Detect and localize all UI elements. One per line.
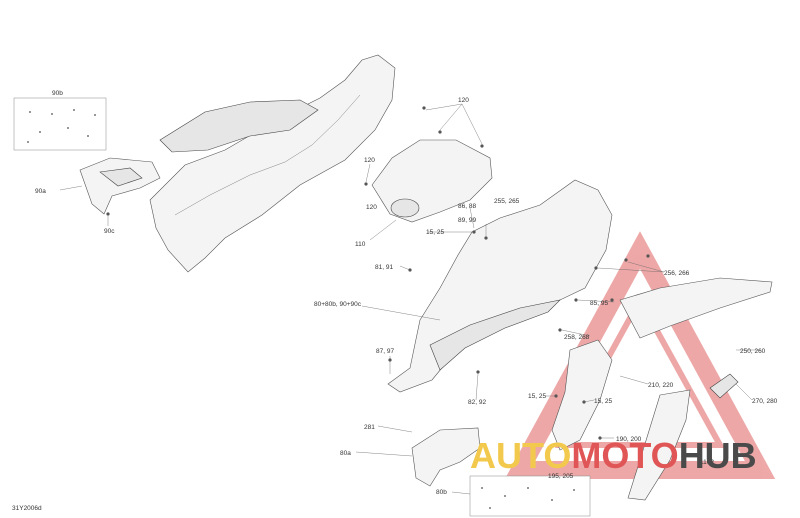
label-258-268: 258, 268	[564, 334, 590, 341]
part-left-panel-inner	[174, 94, 361, 216]
label-90b-top: 90b	[52, 90, 63, 97]
callout-labels: 90b 90a 90c 120 120 120 110 86, 88 89, 9…	[12, 90, 778, 512]
label-190-200: 190, 200	[616, 436, 642, 443]
part-250-260	[619, 277, 773, 339]
label-15-25-a: 15, 25	[426, 229, 444, 236]
part-110-boss	[390, 198, 420, 218]
label-210-220: 210, 220	[648, 382, 674, 389]
label-82-92: 82, 92	[468, 399, 486, 406]
watermark-part2: MOTO	[571, 435, 678, 476]
box-80b-bottom	[469, 475, 591, 517]
part-90a	[79, 157, 161, 215]
box-80b-fasteners	[481, 487, 575, 509]
part-left-side-panel	[149, 54, 396, 273]
box-90b-top	[13, 97, 107, 151]
label-80-group: 80+80b, 90+90c	[314, 301, 362, 308]
label-120-b: 120	[364, 157, 375, 164]
part-90a-detail	[99, 167, 143, 187]
watermark-part3: HUB	[679, 435, 757, 476]
label-1102: 1102	[700, 459, 714, 466]
label-110: 110	[355, 241, 366, 248]
label-281: 281	[364, 424, 375, 431]
label-15-25-c: 15, 25	[594, 398, 612, 405]
part-210-220	[551, 339, 613, 451]
watermark-part1: AUTO	[470, 435, 571, 476]
part-1102	[627, 389, 691, 501]
label-85-95: 85, 95	[590, 300, 608, 307]
label-255-265: 255, 265	[494, 198, 520, 205]
label-15-25-b: 15, 25	[528, 393, 546, 400]
watermark-auto: AUTOMOTOHUB	[470, 435, 757, 476]
diagram-code: 31Y2006d	[12, 505, 42, 512]
part-80a	[411, 427, 481, 487]
part-270-280	[709, 373, 739, 399]
label-120-c: 120	[366, 204, 377, 211]
part-right-panel-step	[429, 299, 561, 371]
part-left-panel-rail	[159, 99, 319, 153]
label-90a: 90a	[35, 188, 46, 195]
label-270-280: 270, 280	[752, 398, 778, 405]
label-250-260: 250, 260	[740, 348, 766, 355]
label-81-91: 81, 91	[375, 264, 393, 271]
leader-lines	[59, 103, 760, 495]
label-80a: 80a	[340, 450, 351, 457]
label-89-99: 89, 99	[458, 217, 476, 224]
watermark-logo: AUTOMOTOHUB	[470, 435, 757, 476]
box-90b-fasteners	[27, 109, 96, 143]
label-120-a: 120	[458, 97, 469, 104]
label-86-88: 86, 88	[458, 203, 476, 210]
label-195-205: 195, 205	[548, 473, 574, 480]
label-80b: 80b	[436, 489, 447, 496]
label-90c: 90c	[104, 228, 115, 235]
label-256-266: 256, 266	[664, 270, 690, 277]
label-87-97: 87, 97	[376, 348, 394, 355]
